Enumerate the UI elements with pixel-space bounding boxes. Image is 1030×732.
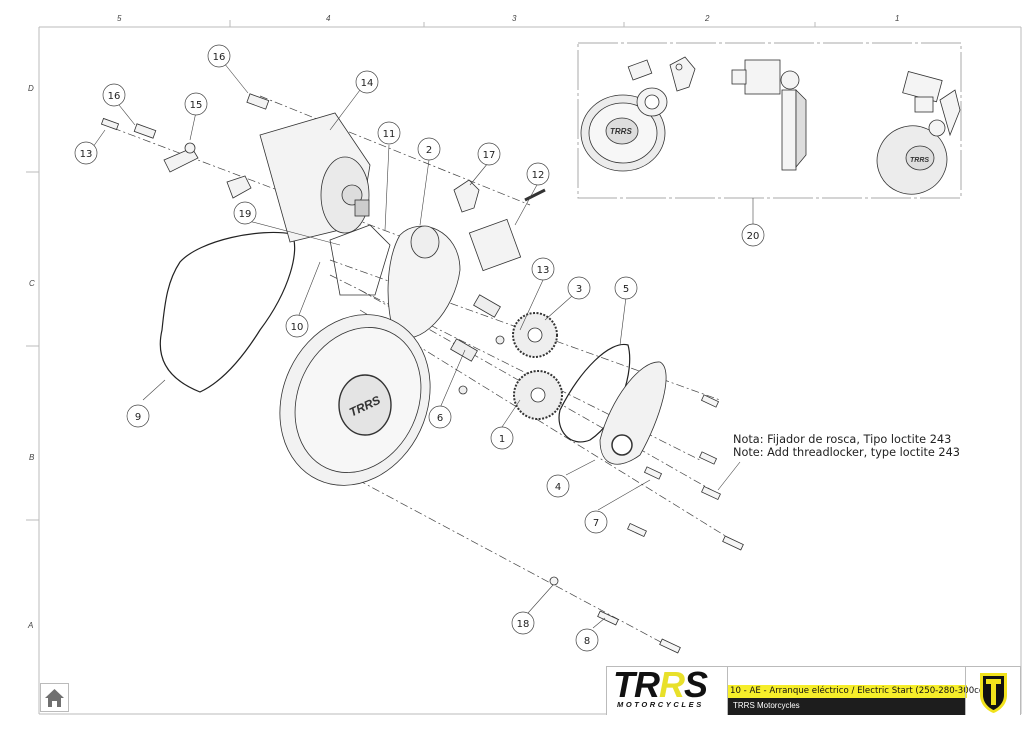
assembly-view-front: TRRS	[580, 56, 696, 172]
callout-2[interactable]: 2	[417, 137, 441, 161]
small-parts	[100, 93, 546, 272]
ignition-cover: TRRS	[279, 314, 431, 486]
svg-text:7: 7	[593, 518, 599, 529]
logo-s: S	[684, 664, 708, 705]
svg-text:1: 1	[499, 434, 505, 445]
svg-text:20: 20	[747, 231, 760, 242]
callouts: 16 16 15 13 14 11 2 17 12 19 10 13 3 5 9…	[74, 44, 765, 652]
svg-text:3: 3	[576, 284, 582, 295]
svg-text:5: 5	[623, 284, 629, 295]
callout-9[interactable]: 9	[126, 404, 150, 428]
callout-14[interactable]: 14	[355, 70, 379, 94]
svg-text:18: 18	[517, 619, 530, 630]
assembly-view-iso: TRRS	[876, 71, 961, 195]
drawing-title: 10 - AE - Arranque eléctrico / Electric …	[728, 685, 987, 698]
logo-r-yellow: R	[659, 664, 685, 705]
company-name: TRRS Motorcycles	[728, 698, 965, 715]
callout-7[interactable]: 7	[584, 510, 608, 534]
svg-text:2: 2	[426, 145, 432, 156]
callout-5[interactable]: 5	[614, 276, 638, 300]
gears	[450, 294, 563, 420]
svg-text:15: 15	[190, 100, 203, 111]
callout-16-a[interactable]: 16	[207, 44, 231, 68]
home-button[interactable]	[40, 683, 69, 712]
zone-column-5: 5	[117, 14, 122, 23]
svg-text:9: 9	[135, 412, 141, 423]
svg-text:14: 14	[361, 78, 374, 89]
gasket-5	[558, 343, 631, 443]
zone-column-4: 4	[326, 14, 331, 23]
leader-lines	[92, 62, 754, 629]
home-icon	[45, 689, 64, 707]
callout-8[interactable]: 8	[575, 628, 599, 652]
callout-10[interactable]: 10	[285, 314, 309, 338]
svg-text:16: 16	[213, 52, 226, 63]
cover-4	[599, 361, 667, 465]
frame	[26, 20, 1022, 715]
zone-column-2: 2	[705, 14, 710, 23]
note-spanish: Nota: Fijador de rosca, Tipo loctite 243	[733, 433, 952, 446]
callout-1[interactable]: 1	[490, 426, 514, 450]
brand-shield-icon	[965, 667, 1021, 715]
callout-15[interactable]: 15	[184, 92, 208, 116]
svg-text:13: 13	[80, 149, 93, 160]
callout-19[interactable]: 19	[233, 201, 257, 225]
zone-row-d: D	[28, 84, 34, 93]
callout-17[interactable]: 17	[477, 142, 501, 166]
callout-4[interactable]: 4	[546, 474, 570, 498]
svg-text:12: 12	[532, 170, 545, 181]
trrs-logo: TRRS MOTORCYCLES	[607, 664, 728, 715]
zone-column-1: 1	[895, 14, 900, 23]
svg-text:8: 8	[584, 636, 590, 647]
assembly-view-side	[731, 59, 807, 171]
zone-row-b: B	[29, 453, 35, 462]
callout-16-b[interactable]: 16	[102, 83, 126, 107]
svg-text:TRRS: TRRS	[910, 157, 929, 164]
svg-text:6: 6	[437, 413, 443, 424]
callout-13-a[interactable]: 13	[74, 141, 98, 165]
svg-text:10: 10	[291, 322, 304, 333]
svg-text:16: 16	[108, 91, 121, 102]
callout-20[interactable]: 20	[741, 223, 765, 247]
svg-text:17: 17	[483, 150, 496, 161]
svg-text:19: 19	[239, 209, 252, 220]
zone-row-c: C	[29, 279, 35, 288]
svg-text:TRRS: TRRS	[610, 127, 632, 136]
callout-3[interactable]: 3	[567, 276, 591, 300]
bolts	[549, 394, 744, 654]
callout-18[interactable]: 18	[511, 611, 535, 635]
starter-motor-14	[226, 112, 371, 243]
callout-13-b[interactable]: 13	[531, 257, 555, 281]
svg-text:4: 4	[555, 482, 561, 493]
svg-text:13: 13	[537, 265, 550, 276]
callout-6[interactable]: 6	[428, 405, 452, 429]
gasket-9	[159, 231, 296, 393]
title-block: TRRS MOTORCYCLES 10 - AE - Arranque eléc…	[606, 664, 1021, 715]
logo-subtitle: MOTORCYCLES	[617, 700, 704, 709]
callout-11[interactable]: 11	[377, 121, 401, 145]
callout-12[interactable]: 12	[526, 162, 550, 186]
zone-column-3: 3	[512, 14, 517, 23]
svg-text:11: 11	[383, 129, 396, 140]
threadlocker-note: Nota: Fijador de rosca, Tipo loctite 243…	[733, 433, 960, 459]
assembly-inset-box	[577, 42, 962, 199]
logo-tr: TR	[613, 664, 660, 705]
note-english: Note: Add threadlocker, type loctite 243	[733, 446, 960, 459]
housing-2	[329, 224, 461, 339]
zone-row-a: A	[28, 621, 34, 630]
